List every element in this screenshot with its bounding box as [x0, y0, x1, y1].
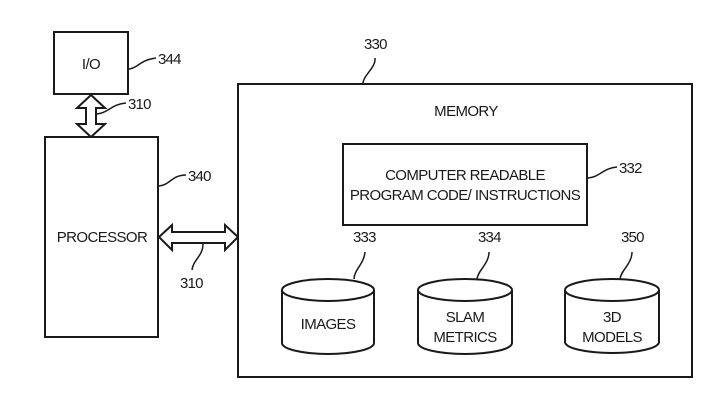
io-block: I/O 344 [53, 31, 182, 95]
store-slam-label-line1: SLAM [446, 309, 485, 326]
io-ref: 344 [158, 51, 181, 68]
io-box [53, 31, 129, 95]
processor-ref: 340 [188, 168, 211, 185]
store-slam-metrics: SLAM METRICS 334 [417, 229, 513, 355]
store-slam-label-line2: METRICS [433, 329, 497, 346]
store-3d-label-line1: 3D [603, 309, 622, 326]
memory-label: MEMORY [434, 103, 498, 120]
io-leader-line [128, 57, 157, 70]
bus-vertical-ref: 310 [128, 96, 151, 113]
io-label: I/O [82, 56, 100, 73]
cylinder-body [281, 290, 375, 355]
program-code-block: COMPUTER READABLE PROGRAM CODE/ INSTRUCT… [342, 143, 643, 226]
program-code-ref: 332 [619, 160, 642, 177]
bidirectional-arrow-vertical [74, 93, 108, 139]
store-3d-label-line2: MODELS [582, 329, 642, 346]
store-3d-ref: 350 [621, 229, 644, 246]
bus-vertical: 310 [74, 93, 152, 139]
store-images-ref: 333 [353, 229, 376, 246]
processor-label: PROCESSOR [57, 229, 148, 246]
store-3d-models: 3D MODELS 350 [564, 229, 660, 354]
bus-horizontal-ref: 310 [180, 275, 203, 292]
store-3d-leader-line [619, 251, 633, 280]
cylinder-top [281, 278, 375, 302]
cylinder-top [417, 278, 513, 302]
memory-leader-line [362, 57, 376, 85]
program-code-leader-line [587, 166, 618, 179]
program-code-box [342, 143, 588, 226]
bus-horizontal: 310 [157, 222, 240, 292]
processor-leader-line [158, 174, 187, 187]
cylinder-body [564, 290, 660, 354]
bus-horizontal-leader-line [191, 243, 204, 271]
processor-block: PROCESSOR 340 [44, 136, 212, 338]
processor-box [44, 136, 159, 338]
program-code-line1: COMPUTER READABLE [385, 167, 545, 184]
store-images-label: IMAGES [301, 316, 356, 333]
store-images: IMAGES 333 [281, 229, 377, 355]
bidirectional-arrow-horizontal [157, 222, 240, 253]
memory-ref: 330 [364, 36, 387, 53]
store-slam-leader-line [476, 251, 490, 280]
cylinder-top [564, 278, 660, 302]
bus-vertical-leader-line [96, 102, 127, 115]
program-code-line2: PROGRAM CODE/ INSTRUCTIONS [350, 187, 581, 204]
store-images-leader-line [353, 251, 366, 280]
store-slam-ref: 334 [478, 229, 501, 246]
cylinder-body [417, 290, 513, 355]
